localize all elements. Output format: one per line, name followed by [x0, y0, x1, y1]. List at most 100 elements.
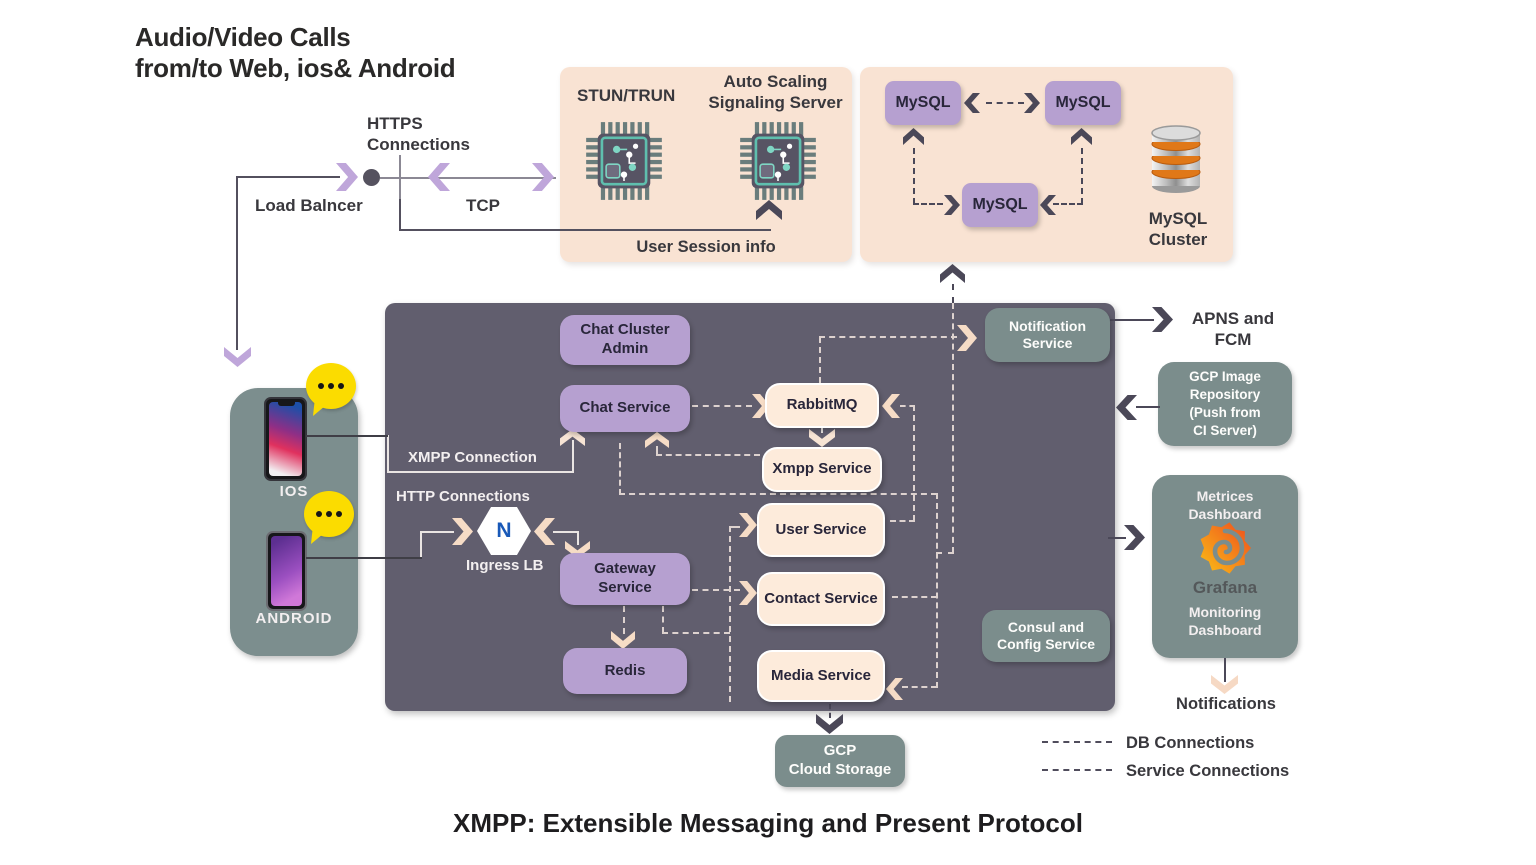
gcp-image-repo-node: GCP Image Repository (Push from CI Serve… [1158, 362, 1292, 446]
session-line-h [399, 229, 771, 231]
db-connection-line [913, 148, 915, 204]
service-connection-line [913, 405, 915, 521]
xmpp-line [387, 435, 389, 473]
legend-service-dash [1042, 769, 1112, 771]
xmpp-service-node: Xmpp Service [762, 447, 882, 492]
lb-vertical-line [236, 178, 238, 350]
ios-phone-screen [269, 402, 302, 476]
chat-cluster-admin-node: Chat Cluster Admin [560, 315, 690, 365]
chat-bubble-icon [304, 491, 354, 537]
load-balancer-label: Load Balncer [255, 196, 363, 215]
metrics-dashboard-label: Metrices Dashboard [1188, 488, 1262, 523]
apns-fcm-label: APNS and FCM [1191, 309, 1275, 349]
http-line [420, 531, 422, 559]
arrowhead-icon [1124, 525, 1145, 550]
xmpp-connection-label: XMPP Connection [408, 449, 537, 466]
http-connections-label: HTTP Connections [396, 488, 530, 505]
legend-service-label: Service Connections [1126, 762, 1290, 780]
service-connection-line [662, 632, 730, 634]
db-connection-line [1081, 148, 1083, 204]
legend-db-dash [1042, 741, 1112, 743]
chat-service-node: Chat Service [560, 385, 690, 432]
tcp-line [380, 177, 556, 179]
database-cylinder-icon [1151, 125, 1201, 193]
service-connection-line [656, 454, 760, 456]
notifications-label: Notifications [1176, 695, 1276, 713]
arrowhead-icon [940, 264, 965, 283]
user-session-label: User Session info [636, 238, 776, 256]
android-phone [266, 531, 307, 611]
user-service-node: User Service [757, 503, 885, 557]
tcp-label: TCP [466, 196, 500, 215]
db-connection-line [986, 102, 1024, 104]
chat-bubble-icon [306, 363, 356, 409]
http-line [420, 531, 454, 533]
rabbitmq-node: RabbitMQ [765, 383, 879, 428]
notification-service-node: Notification Service [985, 308, 1110, 362]
mysql-node-2: MySQL [1045, 81, 1121, 125]
db-connection-line [902, 686, 937, 688]
mysql-node-1: MySQL [885, 81, 961, 125]
db-connection-line [952, 284, 954, 303]
legend-db-label: DB Connections [1126, 734, 1255, 752]
load-balancer-node-icon [363, 169, 380, 186]
apns-line [1110, 319, 1154, 321]
service-connection-line [662, 606, 664, 633]
arrowhead-icon [1116, 395, 1137, 420]
consul-config-node: Consul and Config Service [982, 610, 1110, 662]
grafana-wordmark: Grafana [1192, 578, 1258, 597]
service-connection-line [619, 493, 937, 495]
db-connection-line [936, 493, 938, 688]
xmpp-line [572, 440, 574, 473]
arrowhead-icon [224, 347, 251, 367]
gateway-service-node: Gateway Service [560, 553, 690, 605]
session-line-v [399, 199, 401, 231]
tick-line [399, 155, 401, 199]
media-service-node: Media Service [757, 650, 885, 702]
xmpp-line [387, 471, 574, 473]
page-title: Audio/Video Calls from/to Web, ios& Andr… [135, 22, 456, 83]
service-connection-line [623, 606, 625, 634]
server-chip-icon [740, 122, 816, 200]
service-connection-line [729, 526, 731, 702]
service-connection-line [819, 337, 821, 383]
ingress-lb-label: Ingress LB [466, 557, 544, 574]
monitoring-dashboard-label: Monitoring Dashboard [1188, 604, 1262, 639]
service-connection-line [890, 520, 915, 522]
stun-label: STUN/TRUN [577, 86, 676, 105]
service-connection-line [692, 405, 752, 407]
db-connection-line [1053, 203, 1083, 205]
ios-label: IOS [279, 483, 309, 500]
repo-line [1136, 406, 1160, 408]
arrowhead-icon [1152, 307, 1173, 332]
mysql-cluster-label: MySQL Cluster [1148, 209, 1208, 249]
service-connection-line [819, 336, 957, 338]
db-connection-line [936, 552, 954, 554]
notifications-line [1224, 658, 1226, 682]
android-label: ANDROID [255, 610, 333, 627]
db-connection-line [892, 596, 937, 598]
metrics-line [1108, 537, 1126, 539]
redis-node: Redis [563, 648, 687, 694]
footer-title: XMPP: Extensible Messaging and Present P… [453, 808, 1083, 838]
grafana-logo-icon [1200, 522, 1251, 574]
https-connections-label: HTTPS Connections [367, 114, 470, 154]
server-chip-icon [586, 122, 662, 200]
service-connection-line [692, 589, 740, 591]
gcp-cloud-storage-node: GCP Cloud Storage [775, 735, 905, 787]
nginx-letter: N [496, 519, 512, 542]
service-connection-line [656, 446, 658, 456]
contact-service-node: Contact Service [757, 572, 885, 626]
autoscaling-label: Auto Scaling Signaling Server [708, 72, 843, 112]
android-phone-screen [271, 536, 302, 606]
service-connection-line [821, 425, 823, 433]
xmpp-line [306, 435, 388, 437]
ios-phone [264, 397, 307, 481]
lb-horizontal-line [236, 176, 340, 178]
db-connection-line [952, 303, 954, 553]
http-line [553, 531, 579, 533]
http-line [306, 557, 422, 559]
http-line [577, 531, 579, 545]
db-connection-line [913, 203, 943, 205]
